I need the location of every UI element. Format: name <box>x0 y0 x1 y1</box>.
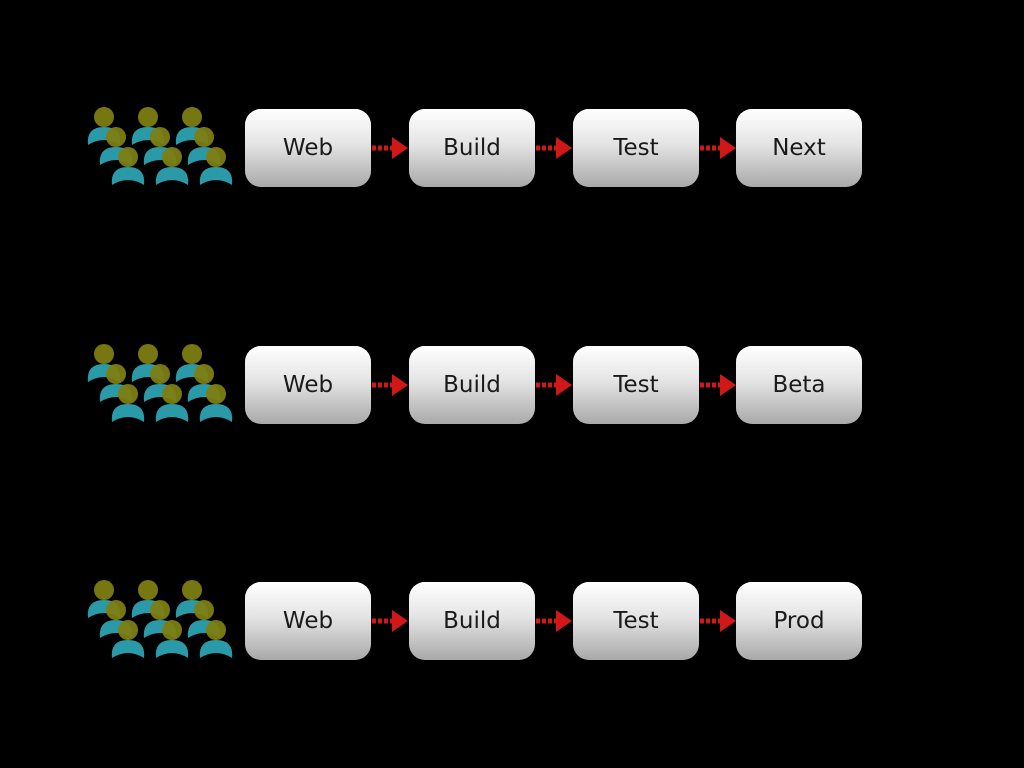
right-arrow-icon <box>698 606 738 636</box>
pipeline-next: Web Build Test Next <box>0 107 1024 189</box>
people-group-icon <box>84 342 244 432</box>
stage-test: Test <box>573 346 699 424</box>
pipeline-beta: Web Build Test Beta <box>0 344 1024 426</box>
right-arrow-icon <box>534 133 574 163</box>
people-group-icon <box>84 578 244 668</box>
stage-build: Build <box>409 346 535 424</box>
stage-beta: Beta <box>736 346 862 424</box>
right-arrow-icon <box>534 370 574 400</box>
right-arrow-icon <box>370 370 410 400</box>
stage-web: Web <box>245 109 371 187</box>
people-group-icon <box>84 105 244 195</box>
stage-next: Next <box>736 109 862 187</box>
right-arrow-icon <box>370 133 410 163</box>
pipeline-prod: Web Build Test Prod <box>0 580 1024 662</box>
stage-build: Build <box>409 109 535 187</box>
stage-test: Test <box>573 109 699 187</box>
stage-web: Web <box>245 582 371 660</box>
right-arrow-icon <box>698 133 738 163</box>
right-arrow-icon <box>370 606 410 636</box>
right-arrow-icon <box>534 606 574 636</box>
stage-prod: Prod <box>736 582 862 660</box>
stage-build: Build <box>409 582 535 660</box>
stage-test: Test <box>573 582 699 660</box>
right-arrow-icon <box>698 370 738 400</box>
stage-web: Web <box>245 346 371 424</box>
